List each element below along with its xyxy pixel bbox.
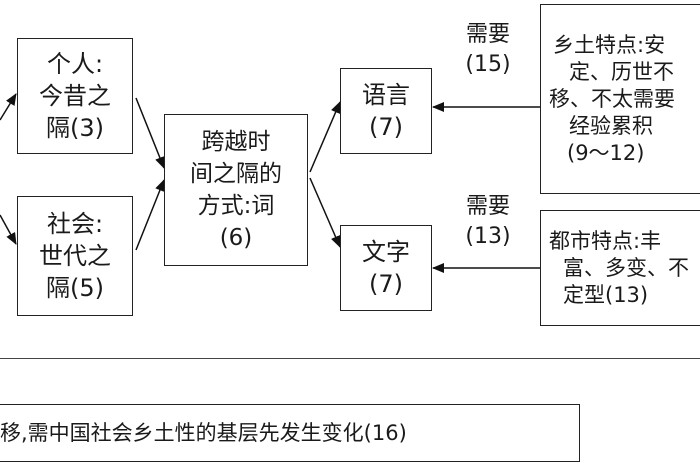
- node-text-line: 经验累积: [569, 113, 653, 138]
- node-crossing-method: 跨越时 间之隔的 方式:词 (6): [164, 114, 308, 266]
- node-text-line: 跨越时: [201, 129, 271, 155]
- node-text-line: 社会:: [46, 210, 104, 238]
- edge-label-line: (13): [465, 224, 511, 249]
- node-text-line: 定型(13): [563, 282, 649, 307]
- node-rural-traits: 乡土特点:安 定、历世不 移、不太需要 经验累积 (9～12): [540, 4, 700, 194]
- node-text-line: 乡土特点:安: [553, 32, 666, 57]
- node-text-line: (7): [369, 270, 403, 298]
- arrow-into-social: [0, 214, 17, 245]
- node-text-line: 方式:词: [197, 193, 275, 219]
- arrow-into-personal: [0, 93, 17, 121]
- arrow-method-to-language: [309, 101, 341, 173]
- node-social-gap: 社会: 世代之 隔(5): [17, 196, 133, 316]
- node-text-line: 定、历世不: [569, 59, 674, 84]
- node-text-line: 隔(3): [46, 114, 104, 142]
- node-text-line: 间之隔的: [190, 161, 282, 187]
- edge-label-line: (15): [465, 52, 511, 77]
- arrow-personal-to-method: [135, 97, 165, 169]
- node-text-line: 语言: [362, 81, 410, 109]
- node-text-line: 世代之: [39, 242, 111, 270]
- node-text-line: 文字: [362, 238, 410, 266]
- node-text-line: 隔(5): [46, 274, 104, 302]
- conclusion-text: 移,需中国社会乡土性的基层先发生变化(16): [0, 420, 407, 445]
- conclusion-box: 移,需中国社会乡土性的基层先发生变化(16): [0, 404, 580, 462]
- edge-label-line: 需要: [465, 22, 510, 47]
- node-text-line: 移、不太需要: [549, 86, 675, 111]
- edge-label-needs-15: 需要 (15): [446, 20, 530, 80]
- node-urban-traits: 都市特点:丰 富、多变、不 定型(13): [540, 210, 700, 326]
- section-divider: [0, 358, 700, 359]
- node-writing: 文字 (7): [340, 225, 432, 311]
- edge-label-line: 需要: [465, 194, 510, 219]
- node-text-line: (9～12): [567, 140, 645, 165]
- node-text-line: (7): [369, 113, 403, 141]
- node-text-line: 富、多变、不: [563, 255, 689, 280]
- node-text-line: 都市特点:丰: [549, 228, 662, 253]
- arrow-social-to-method: [135, 179, 165, 251]
- node-text-line: 今昔之: [39, 82, 111, 110]
- node-text-line: (6): [219, 225, 253, 251]
- edge-label-needs-13: 需要 (13): [446, 192, 530, 252]
- arrow-method-to-writing: [309, 177, 341, 248]
- node-language: 语言 (7): [340, 68, 432, 154]
- node-personal-gap: 个人: 今昔之 隔(3): [17, 38, 133, 154]
- node-text-line: 个人:: [46, 50, 104, 78]
